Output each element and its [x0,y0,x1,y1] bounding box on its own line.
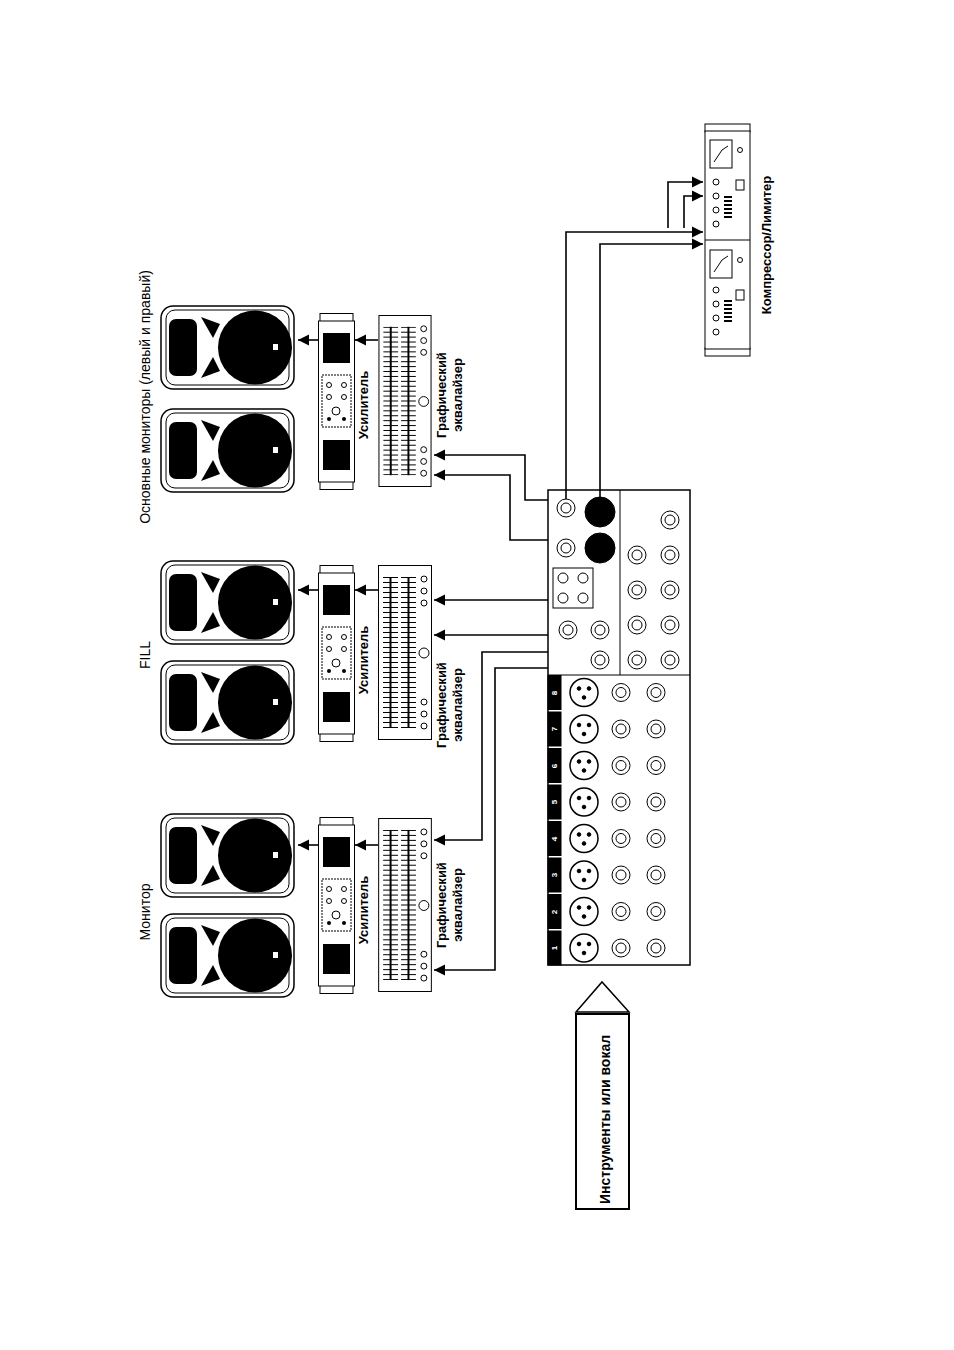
input-arrow [576,982,629,1012]
speaker-pair: Монитор [132,805,298,1000]
channel-number: 3 [550,873,560,877]
graphic-equalizer: Графический эквалайзер [378,315,432,487]
speaker [161,409,294,492]
jack [612,866,630,884]
wire [434,599,548,601]
xlr-input [570,861,598,889]
wire [434,475,548,540]
channel-number: 6 [550,763,560,767]
channel-tab [548,676,561,710]
jack [647,866,665,884]
node-label: Усилитель [356,371,372,440]
amplifier: Усилитель [318,313,355,490]
amplifier [319,566,355,742]
node-label: Монитор [137,884,154,941]
wire [434,455,548,500]
xlr-input [570,679,598,707]
speaker [161,814,294,897]
xlr-input [570,715,598,743]
channel-tab [548,895,561,929]
amplifier: Усилитель [318,565,355,742]
jack [612,939,630,957]
jack [647,830,665,848]
node-label: Усилитель [356,876,372,945]
channel-number: 5 [550,800,560,804]
jack [647,903,665,921]
channel-tab [548,931,561,965]
signal-connector [355,589,378,591]
graphic-equalizer: Графический эквалайзер [378,818,432,992]
jack [647,720,665,738]
speaker [161,561,294,644]
wire [684,196,703,228]
channel-number: 8 [550,690,560,694]
channel-tab [548,858,561,892]
xlr-input [570,752,598,780]
signal-connector [298,589,318,591]
jack [612,684,630,702]
channel-number: 2 [550,909,560,913]
xlr-input [570,825,598,853]
jack [647,757,665,775]
jack [612,830,630,848]
amplifier: Усилитель [318,817,355,994]
speaker-pair: Основные мониторы (левый и правый) [132,250,298,545]
signal-wires [434,182,703,970]
source-box: Инструменты или вокал [575,1013,630,1210]
node-label: FILL [137,641,154,669]
wire [566,232,703,499]
wire [600,244,703,497]
wire [434,652,548,840]
wire [668,182,703,228]
equalizer [379,818,432,991]
equalizer [379,315,431,486]
channel-tab [548,749,561,783]
equalizers [379,315,432,991]
mixer-console [548,490,690,965]
compressor-unit [705,124,750,356]
speaker [161,914,294,997]
compressor-limiter: Компрессор/Лимитер [705,125,750,355]
jack [612,757,630,775]
channel-number: 1 [550,946,560,950]
signal-connector [298,339,318,341]
xlr-input [570,788,598,816]
speaker-pair: FILL [132,550,298,750]
channel-tab [548,822,561,856]
node-label: Основные мониторы (левый и правый) [137,270,154,524]
xlr-input [570,934,598,962]
channel-number: 7 [550,727,560,731]
node-label: Графический эквалайзер [434,348,465,443]
signal-connector [298,844,318,846]
speaker [161,661,294,744]
jack [647,939,665,957]
jack [647,684,665,702]
xlr-input [570,898,598,926]
node-label: Усилитель [356,626,372,695]
wire [434,634,548,636]
jack [612,793,630,811]
channel-tab [548,712,561,746]
node-label: Графический эквалайзер [434,858,465,953]
node-label: Инструменты или вокал [596,1024,613,1204]
node-label: Графический эквалайзер [434,658,465,753]
amplifier [319,818,355,994]
amplifiers [319,314,355,994]
speaker [161,306,294,389]
amplifier [319,314,355,490]
speakers [161,306,294,997]
channel-number: 4 [550,836,560,840]
graphic-equalizer: Графический эквалайзер [378,565,432,740]
equalizer [379,566,432,740]
node-label: Компрессор/Лимитер [759,176,775,314]
signal-connector [355,844,378,846]
channel-tab [548,785,561,819]
jack [612,903,630,921]
signal-connector [355,339,378,341]
jack [647,793,665,811]
jack [612,720,630,738]
